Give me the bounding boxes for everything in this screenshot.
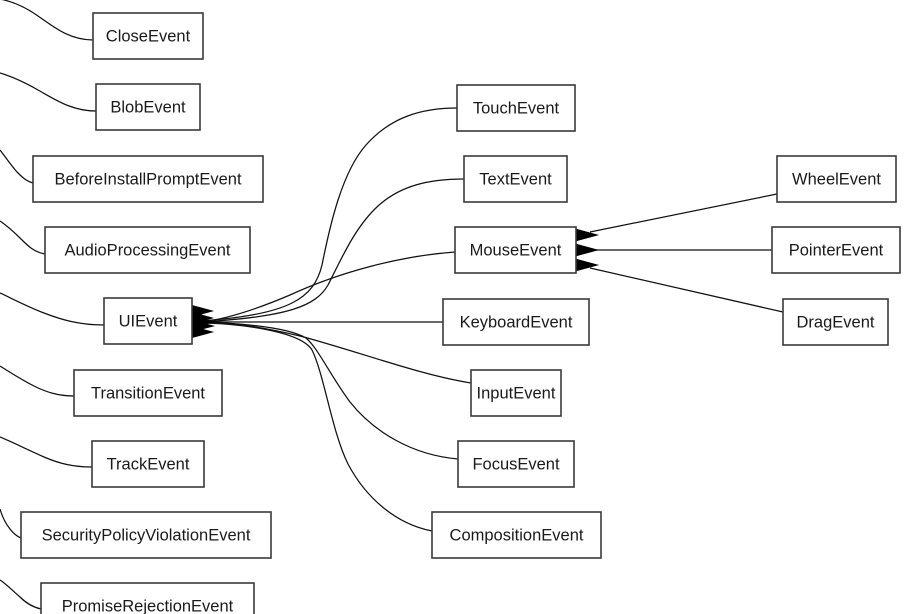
edge-compositionevent-to-uievent (199, 322, 433, 532)
edge-wheelevent-to-mouseevent (589, 193, 778, 233)
node-box-promiserejectionevent[interactable] (40, 582, 255, 614)
node-focusevent[interactable]: FocusEvent (457, 440, 575, 488)
edge-touchevent-to-uievent (199, 107, 458, 322)
edge-trackevent-to-event (0, 436, 93, 468)
edge-promiserejectionevent-to-event (0, 579, 42, 610)
node-label-compositionevent: CompositionEvent (450, 526, 584, 544)
node-label-dragevent: DragEvent (797, 313, 875, 331)
edge-securitypolicyviolationevent-to-event (0, 508, 22, 539)
node-box-pointerevent[interactable] (771, 226, 901, 274)
node-box-compositionevent[interactable] (431, 511, 602, 559)
node-label-inputevent: InputEvent (477, 384, 556, 402)
node-audioprocessingevent[interactable]: AudioProcessingEvent (44, 226, 251, 274)
node-label-audioprocessingevent: AudioProcessingEvent (64, 241, 230, 259)
node-transitionevent[interactable]: TransitionEvent (73, 369, 223, 417)
node-box-focusevent[interactable] (457, 440, 575, 488)
node-box-securitypolicyviolationevent[interactable] (20, 511, 272, 559)
node-blobevent[interactable]: BlobEvent (95, 83, 201, 131)
node-compositionevent[interactable]: CompositionEvent (431, 511, 602, 559)
node-label-closeevent: CloseEvent (106, 27, 191, 45)
edge-beforeinstallpromptevent-to-event (0, 149, 34, 184)
node-label-touchevent: TouchEvent (473, 99, 560, 117)
node-box-touchevent[interactable] (456, 84, 576, 132)
edges-layer (0, 0, 784, 610)
node-mouseevent[interactable]: MouseEvent (454, 226, 577, 274)
node-wheelevent[interactable]: WheelEvent (776, 155, 897, 203)
node-label-uievent: UIEvent (119, 312, 178, 330)
node-label-keyboardevent: KeyboardEvent (460, 313, 573, 331)
node-box-beforeinstallpromptevent[interactable] (32, 155, 264, 203)
node-box-textevent[interactable] (463, 155, 568, 203)
node-beforeinstallpromptevent[interactable]: BeforeInstallPromptEvent (32, 155, 264, 203)
node-label-transitionevent: TransitionEvent (91, 384, 205, 402)
edge-mouseevent-to-uievent (199, 251, 456, 323)
node-label-promiserejectionevent: PromiseRejectionEvent (62, 597, 234, 614)
node-keyboardevent[interactable]: KeyboardEvent (442, 298, 590, 346)
node-label-securitypolicyviolationevent: SecurityPolicyViolationEvent (42, 526, 251, 544)
nodes-layer: CloseEventBlobEventBeforeInstallPromptEv… (20, 12, 901, 614)
node-promiserejectionevent[interactable]: PromiseRejectionEvent (40, 582, 255, 614)
node-label-trackevent: TrackEvent (107, 455, 190, 473)
node-box-wheelevent[interactable] (776, 155, 897, 203)
node-inputevent[interactable]: InputEvent (470, 369, 562, 417)
edge-audioprocessingevent-to-event (0, 220, 46, 255)
node-box-inputevent[interactable] (470, 369, 562, 417)
node-label-focusevent: FocusEvent (472, 455, 560, 473)
node-label-mouseevent: MouseEvent (470, 241, 562, 259)
node-box-audioprocessingevent[interactable] (44, 226, 251, 274)
node-box-mouseevent[interactable] (454, 226, 577, 274)
edge-focusevent-to-uievent (199, 322, 459, 460)
node-trackevent[interactable]: TrackEvent (91, 440, 205, 488)
node-label-wheelevent: WheelEvent (792, 170, 881, 188)
node-touchevent[interactable]: TouchEvent (456, 84, 576, 132)
node-pointerevent[interactable]: PointerEvent (771, 226, 901, 274)
node-box-uievent[interactable] (103, 297, 193, 345)
node-textevent[interactable]: TextEvent (463, 155, 568, 203)
node-box-keyboardevent[interactable] (442, 298, 590, 346)
edge-closeevent-to-event (1, 0, 94, 41)
node-box-transitionevent[interactable] (73, 369, 223, 417)
node-box-closeevent[interactable] (92, 12, 204, 60)
node-label-textevent: TextEvent (479, 170, 552, 188)
node-box-blobevent[interactable] (95, 83, 201, 131)
node-box-trackevent[interactable] (91, 440, 205, 488)
node-label-pointerevent: PointerEvent (789, 241, 884, 259)
edge-textevent-to-uievent (199, 178, 465, 323)
node-securitypolicyviolationevent[interactable]: SecurityPolicyViolationEvent (20, 511, 272, 559)
node-uievent[interactable]: UIEvent (103, 297, 193, 345)
edge-blobevent-to-event (0, 72, 97, 112)
node-box-dragevent[interactable] (782, 298, 889, 346)
edge-dragevent-to-mouseevent (589, 267, 784, 313)
node-label-blobevent: BlobEvent (110, 98, 186, 116)
edge-uievent-to-event (0, 292, 105, 326)
node-dragevent[interactable]: DragEvent (782, 298, 889, 346)
edge-transitionevent-to-event (0, 365, 75, 397)
node-label-beforeinstallpromptevent: BeforeInstallPromptEvent (54, 170, 242, 188)
node-closeevent[interactable]: CloseEvent (92, 12, 204, 60)
